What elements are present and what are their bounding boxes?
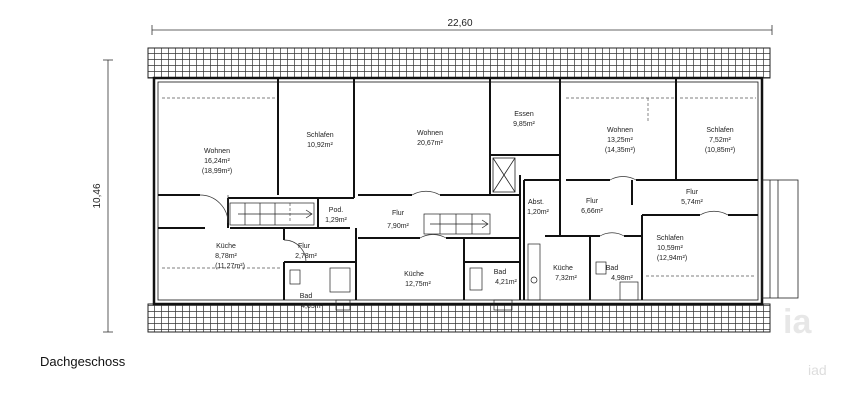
- room-area-alt: (14,35m²): [605, 147, 635, 154]
- room-name: Wohnen: [607, 127, 633, 134]
- floor-caption: Dachgeschoss: [40, 354, 126, 369]
- room-area: 7,32m²: [555, 275, 577, 282]
- room-area: 12,75m²: [405, 281, 431, 288]
- room-area: 10,92m²: [307, 142, 333, 149]
- balcony-right: [761, 179, 799, 299]
- room-area: 7,52m²: [709, 137, 731, 144]
- room-name: Bad: [606, 265, 619, 272]
- room-area: 6,66m²: [581, 208, 603, 215]
- room-area: 8,78m²: [215, 253, 237, 260]
- slope-lines: [162, 97, 756, 277]
- fixtures: [289, 243, 639, 311]
- room-area: 7,90m²: [387, 223, 409, 230]
- height-dimension: 10,46: [92, 59, 113, 333]
- roof-top: [147, 47, 771, 79]
- shaft: [492, 157, 516, 193]
- roof-bottom: [147, 303, 771, 333]
- room-labels: Wohnen 16,24m² (18,99m²) Schlafen 10,92m…: [202, 111, 735, 310]
- room-name: Abst.: [528, 199, 544, 206]
- outer-walls: [152, 76, 764, 306]
- room-name: Küche: [553, 265, 573, 272]
- room-name: Essen: [514, 111, 534, 118]
- room-area: 5,74m²: [681, 199, 703, 206]
- watermark-text: iad: [808, 362, 827, 378]
- room-area: 1,20m²: [527, 209, 549, 216]
- interior-walls: [158, 78, 758, 300]
- room-name: Wohnen: [204, 148, 230, 155]
- room-area: 1,29m²: [325, 217, 347, 224]
- room-area: 16,24m²: [204, 158, 230, 165]
- room-area: 4,98m²: [611, 275, 633, 282]
- room-area: 4,65m²: [301, 303, 323, 310]
- room-area-alt: (11,27m²): [215, 263, 245, 270]
- room-area-alt: (10,85m²): [705, 147, 735, 154]
- room-name: Bad: [300, 293, 313, 300]
- room-name: Flur: [686, 189, 699, 196]
- room-name: Flur: [586, 198, 599, 205]
- room-name: Bad: [494, 269, 507, 276]
- room-area: 20,67m²: [417, 140, 443, 147]
- room-area: 2,78m²: [295, 253, 317, 260]
- room-area: 4,21m²: [495, 279, 517, 286]
- watermark-logo: ia: [783, 303, 812, 341]
- room-name: Wohnen: [417, 130, 443, 137]
- doors: [199, 176, 729, 263]
- room-name: Schlafen: [656, 235, 683, 242]
- room-name: Flur: [392, 210, 405, 217]
- room-name: Küche: [404, 271, 424, 278]
- room-name: Küche: [216, 243, 236, 250]
- room-area: 10,59m²: [657, 245, 683, 252]
- room-name: Schlafen: [306, 132, 333, 139]
- room-name: Schlafen: [706, 127, 733, 134]
- room-area: 13,25m²: [607, 137, 633, 144]
- room-area-alt: (12,94m²): [657, 255, 687, 262]
- room-area-alt: (18,99m²): [202, 168, 232, 175]
- width-label: 22,60: [447, 18, 472, 29]
- room-name: Pod.: [329, 207, 343, 214]
- staircase-left: [229, 202, 315, 226]
- room-name: Flur: [298, 243, 311, 250]
- width-dimension: 22,60: [151, 18, 773, 35]
- height-label: 10,46: [92, 183, 103, 208]
- room-area: 9,85m²: [513, 121, 535, 128]
- staircase-center: [423, 213, 491, 235]
